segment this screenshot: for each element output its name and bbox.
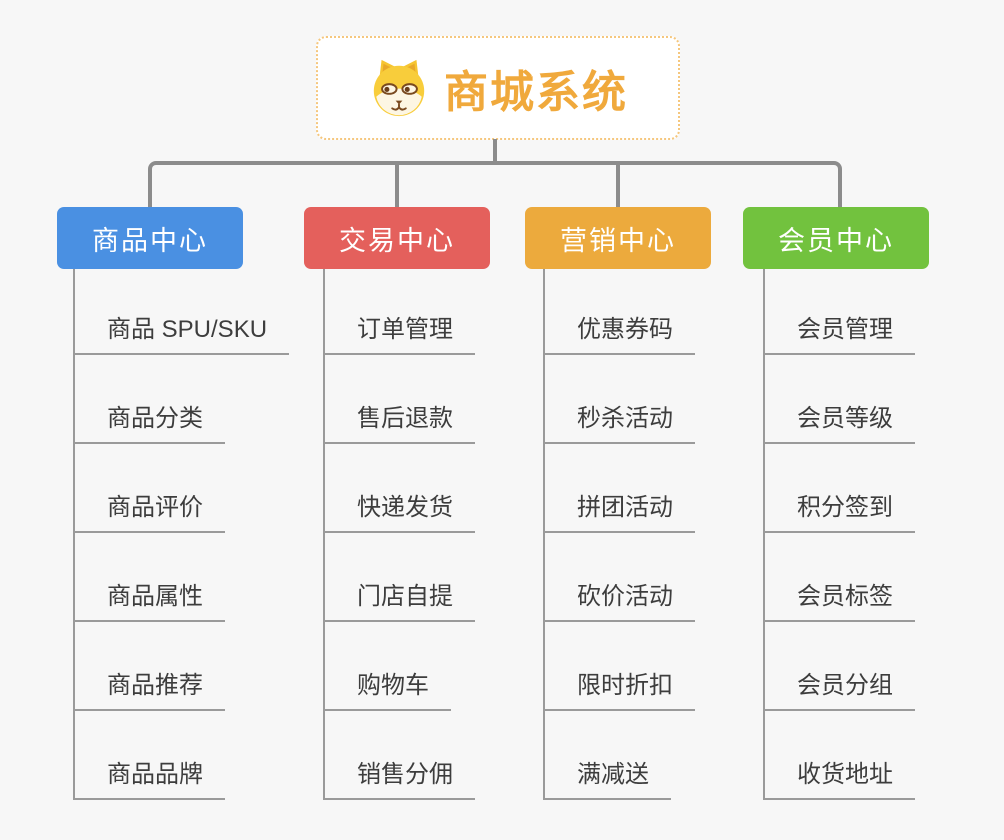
- topic-item[interactable]: 快递发货: [323, 491, 475, 533]
- topic-item[interactable]: 门店自提: [323, 580, 475, 622]
- connector-root-stub: [493, 139, 497, 165]
- topic-item[interactable]: 会员管理: [763, 313, 915, 355]
- topic-item[interactable]: 商品 SPU/SKU: [73, 313, 290, 355]
- topic-item[interactable]: 商品品牌: [73, 758, 225, 800]
- topic-item[interactable]: 购物车: [323, 669, 451, 711]
- connector-drop-trade: [395, 165, 399, 207]
- topic-item[interactable]: 拼团活动: [543, 491, 695, 533]
- topic-item[interactable]: 收货地址: [763, 758, 915, 800]
- topic-item[interactable]: 砍价活动: [543, 580, 695, 622]
- topic-item[interactable]: 会员标签: [763, 580, 915, 622]
- branch-node-marketing[interactable]: 营销中心: [525, 207, 711, 269]
- root-topic[interactable]: 商城系统: [316, 36, 680, 140]
- dog-face-icon: [373, 59, 425, 117]
- topic-item[interactable]: 售后退款: [323, 402, 475, 444]
- topic-item[interactable]: 积分签到: [763, 491, 915, 533]
- topic-item[interactable]: 会员等级: [763, 402, 915, 444]
- branch-trunk-line: [323, 269, 325, 799]
- branch-trunk-line: [543, 269, 545, 799]
- topic-item[interactable]: 订单管理: [323, 313, 475, 355]
- topic-item[interactable]: 限时折扣: [543, 669, 695, 711]
- branch-trunk-line: [763, 269, 765, 799]
- topic-item[interactable]: 商品分类: [73, 402, 225, 444]
- branch-node-product[interactable]: 商品中心: [57, 207, 243, 269]
- topic-item[interactable]: 会员分组: [763, 669, 915, 711]
- connector-drop-marketing: [616, 165, 620, 207]
- topic-item[interactable]: 商品属性: [73, 580, 225, 622]
- branch-node-member[interactable]: 会员中心: [743, 207, 929, 269]
- topic-item[interactable]: 秒杀活动: [543, 402, 695, 444]
- topic-item[interactable]: 优惠券码: [543, 313, 695, 355]
- topic-item[interactable]: 商品评价: [73, 491, 225, 533]
- topic-item[interactable]: 销售分佣: [323, 758, 475, 800]
- topic-item[interactable]: 商品推荐: [73, 669, 225, 711]
- root-topic-label: 商城系统: [444, 68, 628, 117]
- topic-item[interactable]: 满减送: [543, 758, 671, 800]
- connector-bracket: [148, 161, 842, 207]
- branch-trunk-line: [73, 269, 75, 799]
- branch-node-trade[interactable]: 交易中心: [304, 207, 490, 269]
